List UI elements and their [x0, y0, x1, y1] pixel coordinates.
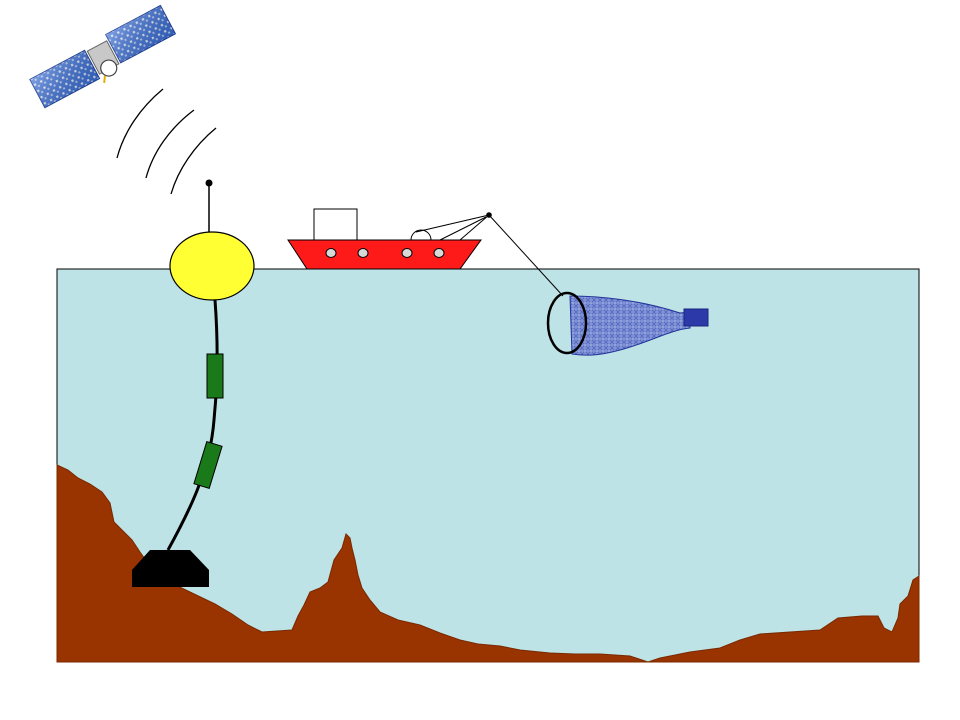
research-vessel-icon	[288, 209, 492, 269]
ship-cabin	[314, 209, 357, 240]
mooring-buoy-icon	[170, 232, 254, 300]
radio-signal-icon	[117, 89, 216, 194]
ship-hull	[288, 240, 481, 269]
ship-winch	[411, 230, 431, 240]
satellite-icon	[28, 5, 180, 113]
net-codend	[684, 309, 708, 326]
sensor-upper	[207, 354, 223, 398]
buoy-antenna	[206, 180, 213, 234]
crane-boom	[416, 215, 489, 232]
